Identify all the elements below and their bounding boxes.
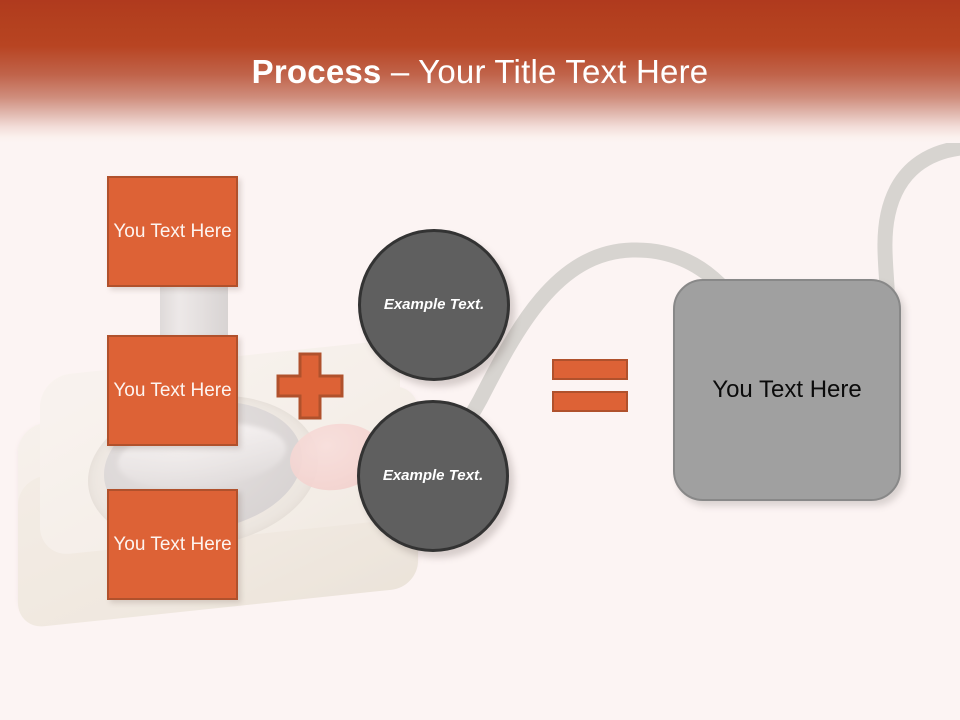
example-circle-2[interactable]: Example Text. (357, 400, 509, 552)
input-box-3-label: You Text Here (113, 533, 232, 555)
plus-icon (276, 352, 344, 420)
input-box-2[interactable]: You Text Here (107, 335, 238, 446)
input-box-1[interactable]: You Text Here (107, 176, 238, 287)
example-circle-2-label: Example Text. (382, 467, 484, 484)
equals-bar-top (552, 359, 628, 380)
equals-bar-bottom (552, 391, 628, 412)
title-band (0, 0, 960, 143)
title-bold-part: Process (251, 53, 382, 90)
equals-icon (552, 359, 628, 412)
result-box-label: You Text Here (712, 376, 862, 403)
example-circle-1-label: Example Text. (383, 296, 485, 313)
input-box-2-label: You Text Here (113, 379, 232, 401)
page-title: Process – Your Title Text Here (0, 52, 960, 92)
input-box-1-label: You Text Here (113, 220, 232, 242)
example-circle-1[interactable]: Example Text. (358, 229, 510, 381)
input-box-3[interactable]: You Text Here (107, 489, 238, 600)
result-box[interactable]: You Text Here (673, 279, 901, 501)
title-rest-part: – Your Title Text Here (381, 53, 709, 90)
